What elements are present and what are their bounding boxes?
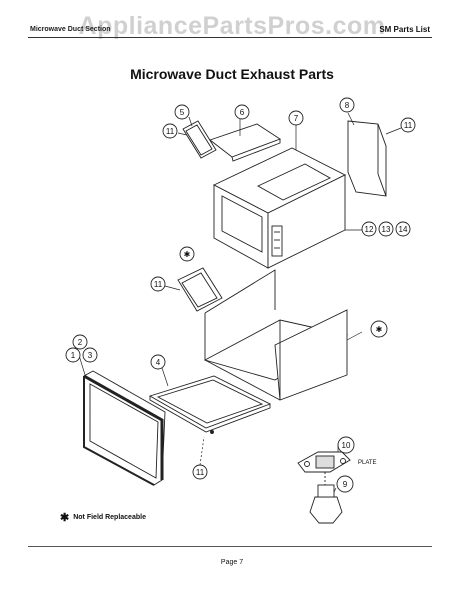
callout-6: 6 bbox=[234, 104, 250, 120]
not-field-replaceable-note: ✱Not Field Replaceable bbox=[60, 511, 146, 524]
callout-7: 7 bbox=[288, 110, 304, 126]
callout-11-top-right: 11 bbox=[400, 117, 416, 133]
callout-star-upper: ✱ bbox=[179, 246, 195, 262]
svg-text:11: 11 bbox=[196, 468, 205, 477]
callout-11-top-left: 11 bbox=[162, 123, 178, 139]
header-parts-list: SM Parts List bbox=[379, 25, 430, 34]
note-text: Not Field Replaceable bbox=[73, 514, 146, 521]
callout-2: 2 bbox=[72, 334, 88, 350]
part-5-panel bbox=[182, 120, 217, 159]
plate-label: PLATE bbox=[358, 460, 377, 466]
svg-text:12: 12 bbox=[365, 225, 374, 234]
svg-text:10: 10 bbox=[342, 441, 351, 450]
part-11-filter-panel bbox=[177, 267, 223, 312]
header-section-title: Microwave Duct Section bbox=[30, 26, 111, 33]
svg-text:11: 11 bbox=[166, 127, 175, 136]
callout-11-bottom: 11 bbox=[192, 464, 208, 480]
page-title: Microwave Duct Exhaust Parts bbox=[130, 66, 334, 82]
callout-4: 4 bbox=[150, 354, 166, 370]
svg-text:✱: ✱ bbox=[184, 250, 191, 259]
grille bbox=[83, 370, 166, 486]
callout-14: 14 bbox=[395, 221, 411, 237]
svg-text:13: 13 bbox=[382, 225, 391, 234]
svg-text:5: 5 bbox=[180, 108, 185, 117]
callout-8: 8 bbox=[339, 97, 355, 113]
callout-12: 12 bbox=[361, 221, 377, 237]
svg-text:1: 1 bbox=[71, 351, 76, 360]
callout-1: 1 bbox=[65, 347, 81, 363]
callout-9: 9 bbox=[336, 475, 354, 493]
svg-text:11: 11 bbox=[404, 121, 413, 130]
microwave-body bbox=[212, 147, 347, 269]
callout-10: 10 bbox=[337, 436, 355, 454]
svg-text:✱: ✱ bbox=[376, 325, 383, 334]
svg-text:9: 9 bbox=[343, 480, 348, 489]
footer-rule bbox=[28, 546, 432, 547]
part-4-tray bbox=[148, 375, 272, 434]
svg-text:4: 4 bbox=[156, 358, 161, 367]
svg-text:7: 7 bbox=[294, 114, 299, 123]
asterisk-icon: ✱ bbox=[60, 512, 70, 524]
callout-5: 5 bbox=[174, 104, 190, 120]
svg-text:8: 8 bbox=[345, 101, 350, 110]
svg-text:11: 11 bbox=[154, 280, 163, 289]
callout-3: 3 bbox=[82, 347, 98, 363]
page-number: Page 7 bbox=[220, 559, 244, 566]
callout-11-middle: 11 bbox=[150, 276, 166, 292]
svg-text:3: 3 bbox=[88, 351, 93, 360]
callout-13: 13 bbox=[378, 221, 394, 237]
duct-cabinet bbox=[203, 269, 349, 401]
plate-bracket-assembly bbox=[297, 451, 351, 524]
watermark: AppliancePartsPros.com bbox=[78, 12, 386, 40]
svg-text:14: 14 bbox=[399, 225, 408, 234]
part-8-panel bbox=[347, 120, 387, 197]
svg-text:6: 6 bbox=[240, 108, 245, 117]
svg-text:2: 2 bbox=[78, 338, 83, 347]
callout-star-right: ✱ bbox=[370, 320, 388, 338]
part-6-plate bbox=[209, 123, 281, 162]
header-rule bbox=[28, 37, 432, 38]
